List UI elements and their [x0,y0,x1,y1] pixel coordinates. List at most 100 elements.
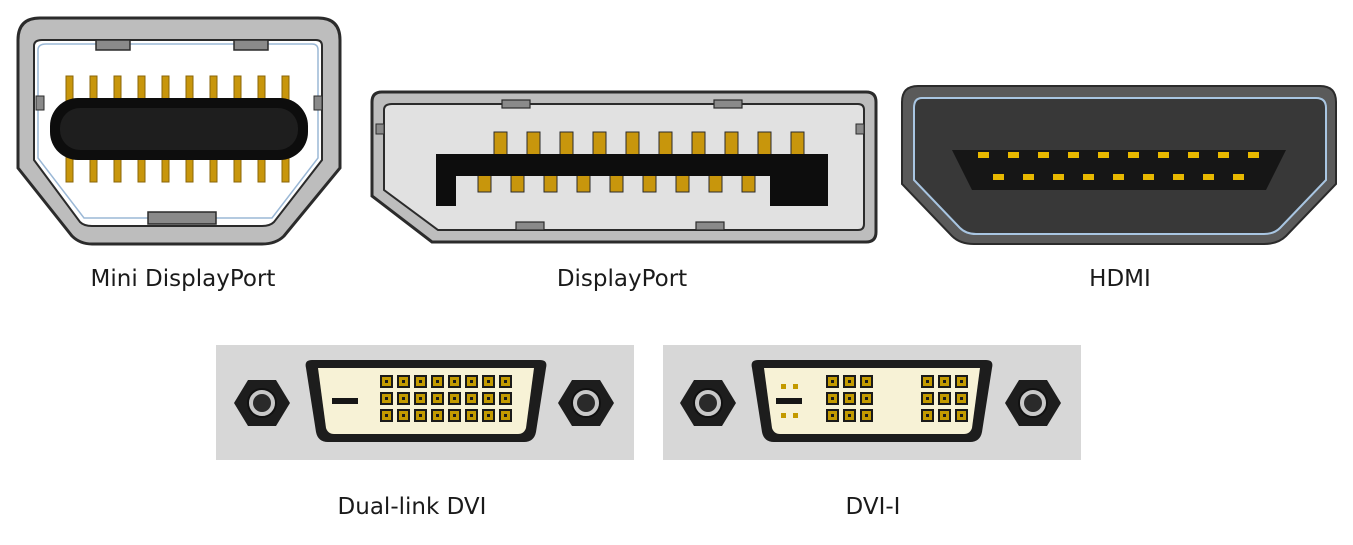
dvi-i-right-screw [1005,380,1061,426]
mini-displayport-pin [281,155,290,183]
hdmi-label: HDMI [1089,266,1151,292]
dvi-i-connector [663,345,1081,460]
displayport-pin [741,173,756,193]
mini-displayport-pin [65,75,74,103]
displayport-pin [675,173,690,193]
displayport-pin [708,173,723,193]
displayport-pin [576,173,591,193]
dual-link-dvi-pin [453,397,456,400]
hdmi-pin [1143,174,1154,180]
dual-link-dvi-left-screw [234,380,290,426]
dual-link-dvi-connector [216,345,634,460]
dual-link-dvi-pin [470,380,473,383]
dvi-i-pin [960,414,963,417]
dvi-i-pin [831,397,834,400]
dual-link-dvi-pin [470,414,473,417]
displayport-pin [493,131,508,157]
dual-link-dvi-pin [419,414,422,417]
hdmi-pin [993,174,1004,180]
hdmi-pin [978,152,989,158]
dvi-i-pin [943,380,946,383]
displayport-label: DisplayPort [557,266,687,292]
hdmi-connector [901,85,1337,245]
displayport-pin [526,131,541,157]
hdmi-pin [1218,152,1229,158]
dvi-i-pin [865,380,868,383]
hdmi-pin [1098,152,1109,158]
dual-link-dvi-blade [332,398,358,404]
hdmi-pin [1008,152,1019,158]
hdmi-pin [1188,152,1199,158]
dual-link-dvi-pin [419,397,422,400]
dvi-i-pin [926,397,929,400]
dvi-i-pin [865,414,868,417]
hdmi-pin [1053,174,1064,180]
dvi-i-pins [826,375,968,422]
displayport-pin [757,131,772,157]
mini-displayport-pin [281,75,290,103]
dual-link-dvi-pin [402,397,405,400]
dual-link-dvi-pin [504,380,507,383]
hdmi-pin [1083,174,1094,180]
dvi-i-pin [865,397,868,400]
hdmi-pins [978,152,1259,180]
dvi-i-pin [848,414,851,417]
dvi-i-blade [776,398,802,404]
hdmi-pin [1158,152,1169,158]
dual-link-dvi-pin [487,380,490,383]
dual-link-dvi-pins [380,375,512,422]
displayport-pin [642,173,657,193]
dual-link-dvi-pin [436,380,439,383]
hdmi-pin [1023,174,1034,180]
hdmi-pin [1233,174,1244,180]
dual-link-dvi-pin [385,414,388,417]
displayport-pin [724,131,739,157]
displayport-pin [691,131,706,157]
hdmi-pin [1173,174,1184,180]
dvi-i-pin [848,397,851,400]
displayport-pin [477,173,492,193]
dual-link-dvi-pin [436,414,439,417]
hdmi-pin [1248,152,1259,158]
dvi-i-pin [926,414,929,417]
hdmi-pin [1038,152,1049,158]
dual-link-dvi-pin [453,380,456,383]
dual-link-dvi-pin [453,414,456,417]
hdmi-pin [1203,174,1214,180]
dual-link-dvi-pin [470,397,473,400]
dvi-i-pin [943,414,946,417]
dvi-i-pin [960,380,963,383]
hdmi-pin [1068,152,1079,158]
mini-displayport-connector [16,16,342,246]
displayport-pin [790,131,805,157]
dvi-i-pin [831,414,834,417]
dvi-i-pin [943,397,946,400]
dvi-i-pin [848,380,851,383]
dvi-i-pin [831,380,834,383]
dual-link-dvi-pin [487,397,490,400]
dual-link-dvi-pin [504,397,507,400]
displayport-pin [658,131,673,157]
hdmi-pin [1128,152,1139,158]
dual-link-dvi-right-screw [558,380,614,426]
dual-link-dvi-pin [402,414,405,417]
mini-displayport-label: Mini DisplayPort [91,266,276,292]
dual-link-dvi-pin [436,397,439,400]
mini-displayport-pin [65,155,74,183]
dvi-i-pin [926,380,929,383]
dual-link-dvi-pin [402,380,405,383]
dual-link-dvi-pin [385,397,388,400]
displayport-tongue [436,154,828,206]
displayport-pin [592,131,607,157]
dvi-i-pin [960,397,963,400]
displayport-connector [370,90,878,244]
dvi-i-left-screw [680,380,736,426]
dual-link-dvi-pin [487,414,490,417]
mini-displayport-pins [65,75,290,183]
displayport-pin [510,173,525,193]
displayport-pin [543,173,558,193]
dual-link-dvi-label: Dual-link DVI [338,494,487,520]
displayport-pin [609,173,624,193]
hdmi-tongue [952,150,1286,190]
